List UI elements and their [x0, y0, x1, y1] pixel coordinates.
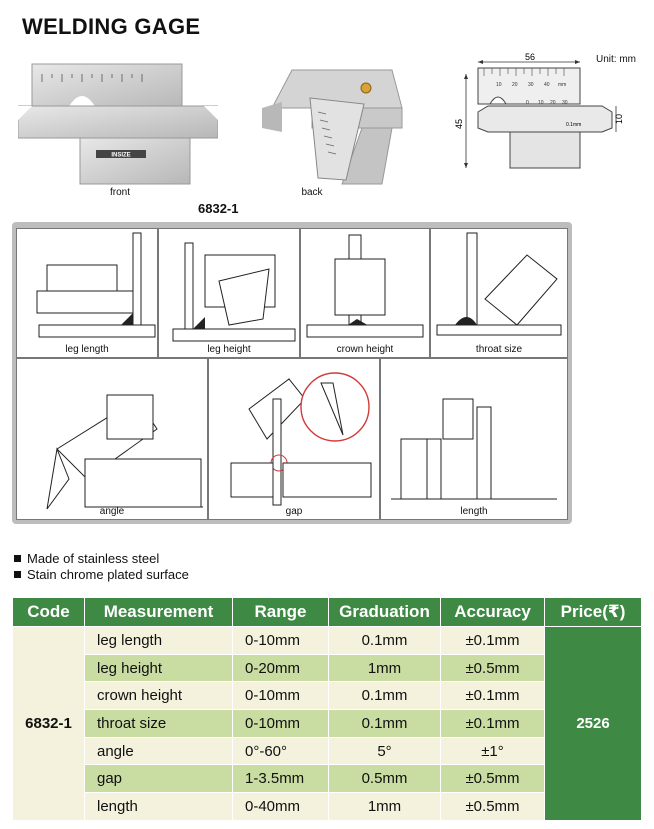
- dimension-drawing: 56 45 10 20 30 40 mm 0 10 20 30 0.1mm 10: [452, 52, 648, 182]
- thickness-dimension: 10: [614, 114, 624, 124]
- resolution-label: 0.1mm: [566, 122, 581, 128]
- feature-item: Stain chrome plated surface: [14, 567, 189, 582]
- range-cell: 0-10mm: [232, 626, 329, 655]
- accuracy-cell: ±0.5mm: [440, 653, 545, 683]
- measurement-cell: length: [84, 792, 233, 821]
- usage-cell-length: length: [380, 358, 568, 520]
- bullet-icon: [14, 555, 21, 562]
- scale-mark: 40: [544, 82, 550, 88]
- length-illustration: [391, 398, 557, 500]
- usage-label: leg height: [207, 344, 251, 355]
- leg-height-illustration: [172, 242, 296, 342]
- range-cell: 0-40mm: [232, 792, 329, 821]
- width-dimension: 56: [525, 52, 535, 62]
- graduation-cell: 0.1mm: [328, 709, 441, 738]
- height-dimension: 45: [454, 119, 464, 129]
- measurement-cell: leg length: [84, 626, 233, 655]
- svg-text:INSIZE: INSIZE: [111, 153, 130, 159]
- usage-label: throat size: [475, 344, 523, 355]
- table-row: length 0-40mm 1mm ±0.5mm: [13, 792, 642, 821]
- range-cell: 0-20mm: [232, 653, 329, 683]
- table-header-row: Code Measurement Range Graduation Accura…: [12, 597, 642, 627]
- scale-mark: 30: [562, 100, 568, 106]
- page-title: WELDING GAGE: [22, 14, 201, 39]
- usage-cell-leg-height: leg height: [158, 228, 300, 358]
- graduation-cell: 0.1mm: [328, 681, 441, 711]
- gage-front-image: INSIZE: [17, 63, 219, 185]
- scale-mark: 30: [528, 82, 534, 88]
- table-row: crown height 0-10mm 0.1mm ±0.1mm: [13, 681, 642, 711]
- usage-panel: leg length leg height crown height throa…: [12, 222, 572, 524]
- front-caption: front: [109, 187, 130, 198]
- back-photo: [262, 62, 412, 187]
- usage-label: angle: [99, 506, 125, 517]
- back-caption: back: [301, 187, 323, 198]
- header-graduation: Graduation: [328, 597, 441, 627]
- range-cell: 0-10mm: [232, 709, 329, 738]
- range-cell: 0-10mm: [232, 681, 329, 711]
- unit-label: Unit: mm: [596, 54, 636, 65]
- accuracy-cell: ±0.1mm: [440, 681, 545, 711]
- table-row: throat size 0-10mm 0.1mm ±0.1mm: [13, 709, 642, 738]
- table-row: gap 1-3.5mm 0.5mm ±0.5mm: [13, 764, 642, 794]
- graduation-cell: 5°: [328, 736, 441, 766]
- scale-mark: 10: [538, 100, 544, 106]
- usage-cell-leg-length: leg length: [16, 228, 158, 358]
- usage-label: gap: [285, 506, 303, 517]
- table-row: angle 0°-60° 5° ±1°: [13, 736, 642, 766]
- header-price: Price(₹): [544, 597, 642, 627]
- graduation-cell: 1mm: [328, 792, 441, 821]
- range-cell: 1-3.5mm: [232, 764, 329, 794]
- usage-cell-throat-size: throat size: [430, 228, 568, 358]
- crown-height-illustration: [306, 234, 424, 338]
- usage-label: leg length: [65, 344, 109, 355]
- leg-length-illustration: [36, 232, 156, 338]
- table-row: 6832-1 leg length 0-10mm 0.1mm ±0.1mm 25…: [12, 626, 642, 821]
- gap-illustration: [230, 372, 372, 506]
- scale-mark: 10: [496, 82, 502, 88]
- header-measurement: Measurement: [84, 597, 233, 627]
- feature-item: Made of stainless steel: [14, 551, 159, 566]
- accuracy-cell: ±0.1mm: [440, 709, 545, 738]
- front-photo: INSIZE: [17, 58, 219, 188]
- scale-mark: mm: [558, 82, 566, 88]
- graduation-cell: 1mm: [328, 653, 441, 683]
- accuracy-cell: ±0.1mm: [440, 626, 545, 655]
- accuracy-cell: ±0.5mm: [440, 792, 545, 821]
- throat-size-illustration: [436, 232, 562, 336]
- usage-cell-angle: angle: [16, 358, 208, 520]
- feature-text: Made of stainless steel: [27, 551, 160, 566]
- bullet-icon: [14, 571, 21, 578]
- header-code: Code: [12, 597, 85, 627]
- product-code: 6832-1: [12, 626, 85, 821]
- graduation-cell: 0.5mm: [328, 764, 441, 794]
- measurement-cell: leg height: [84, 653, 233, 683]
- usage-label: length: [460, 506, 488, 517]
- measurement-cell: gap: [84, 764, 233, 794]
- range-cell: 0°-60°: [232, 736, 329, 766]
- gage-back-image: [262, 69, 403, 185]
- usage-label: crown height: [336, 344, 394, 355]
- header-accuracy: Accuracy: [440, 597, 545, 627]
- scale-mark: 20: [512, 82, 518, 88]
- usage-cell-gap: gap: [208, 358, 380, 520]
- measurement-cell: angle: [84, 736, 233, 766]
- dimension-drawing-svg: 56 45 10 20 30 40 mm 0 10 20 30 0.1mm 10: [454, 52, 624, 169]
- model-number: 6832-1: [198, 201, 239, 216]
- price-cell: 2526: [544, 626, 642, 821]
- header-range: Range: [232, 597, 329, 627]
- feature-text: Stain chrome plated surface: [27, 567, 189, 582]
- measurement-cell: crown height: [84, 681, 233, 711]
- accuracy-cell: ±1°: [440, 736, 545, 766]
- angle-illustration: [46, 394, 203, 510]
- scale-mark: 0: [526, 100, 529, 106]
- measurement-cell: throat size: [84, 709, 233, 738]
- graduation-cell: 0.1mm: [328, 626, 441, 655]
- scale-mark: 20: [550, 100, 556, 106]
- accuracy-cell: ±0.5mm: [440, 764, 545, 794]
- usage-cell-crown-height: crown height: [300, 228, 430, 358]
- spec-table: Code Measurement Range Graduation Accura…: [12, 597, 642, 821]
